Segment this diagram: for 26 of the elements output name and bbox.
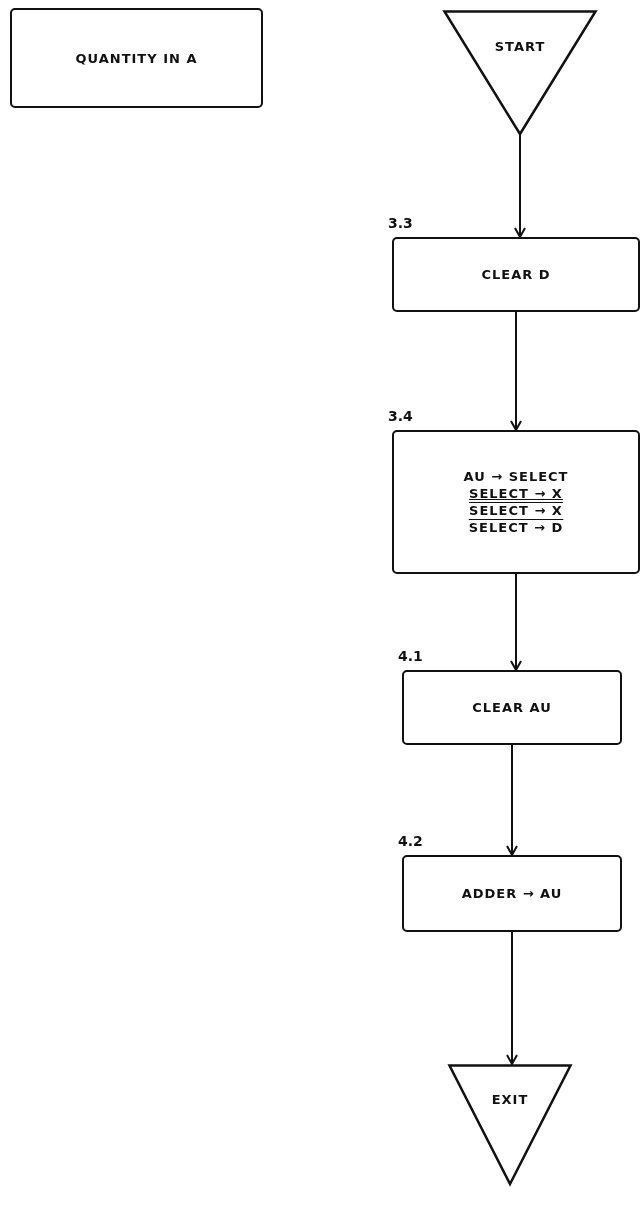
- statement-line: AU → SELECT: [463, 468, 569, 485]
- exit-triangle: [448, 1064, 572, 1185]
- process-box: [392, 430, 640, 574]
- statement-line: SELECT → X: [469, 485, 563, 502]
- node-label: CLEAR AU: [472, 699, 552, 716]
- statement-line: SELECT → D: [468, 519, 564, 536]
- arrow: [506, 931, 518, 1065]
- step-number: 4.1: [398, 648, 423, 664]
- process-box: [402, 670, 622, 745]
- process-box: [402, 855, 622, 932]
- node-label: ADDER → AU: [461, 885, 563, 902]
- node-label: QUANTITY IN A: [75, 49, 198, 67]
- process-box: [10, 8, 263, 108]
- start-triangle: [443, 10, 597, 135]
- arrow: [510, 311, 522, 431]
- node-label: CLEAR D: [481, 266, 551, 283]
- step-number: 3.4: [388, 408, 413, 424]
- node-label: EXIT: [491, 1090, 529, 1108]
- arrow: [506, 744, 518, 856]
- statement-line: SELECT → X: [469, 502, 563, 519]
- arrow: [514, 134, 526, 238]
- process-box: [392, 237, 640, 312]
- node-label: START: [494, 37, 546, 55]
- step-number: 3.3: [388, 215, 413, 231]
- arrow: [510, 573, 522, 671]
- step-number: 4.2: [398, 833, 423, 849]
